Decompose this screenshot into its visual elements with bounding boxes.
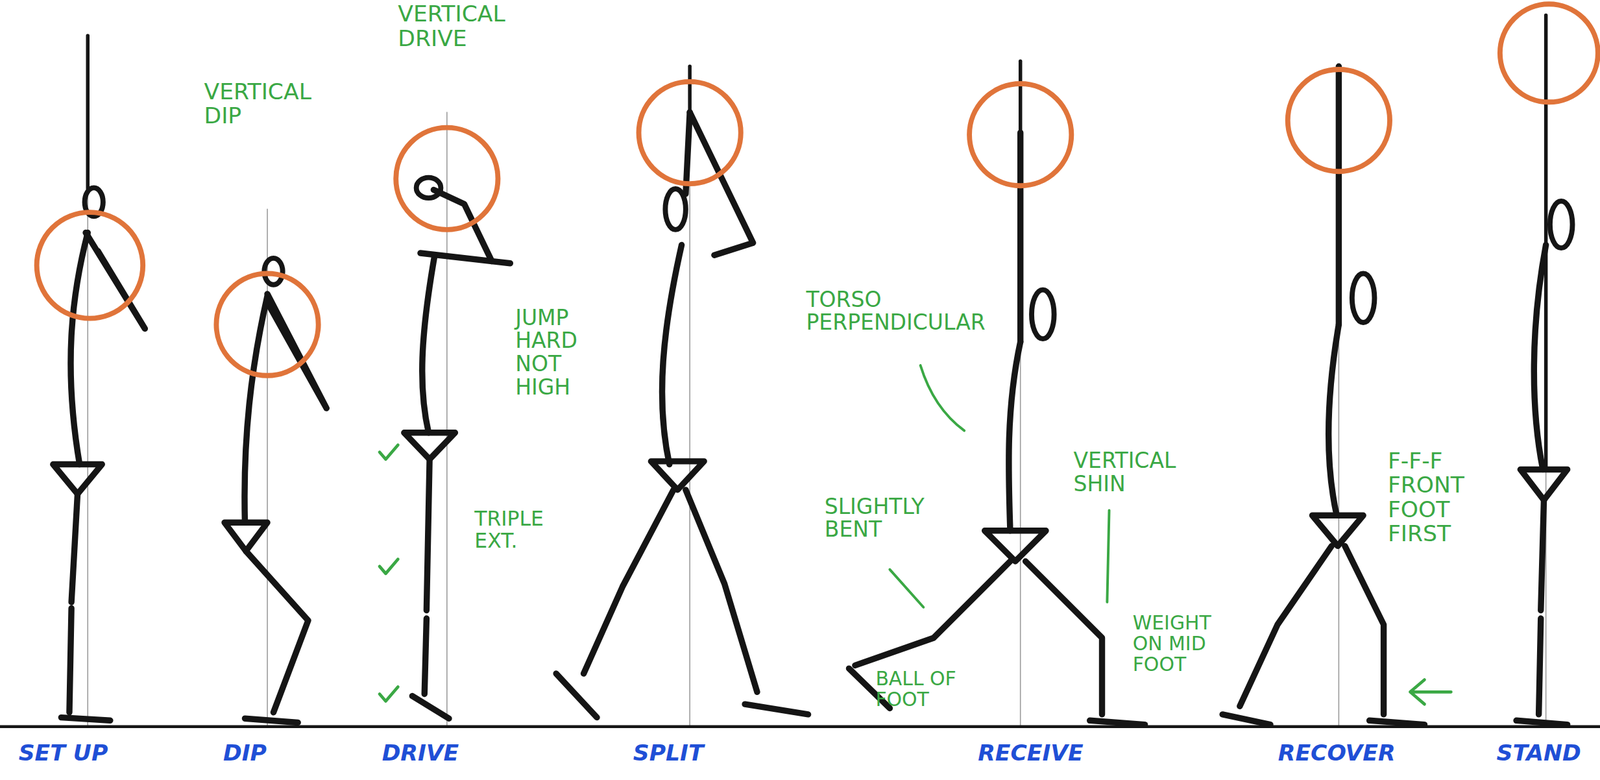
stage-label: RECEIVE [938, 740, 1123, 765]
bar-circle [36, 3, 1599, 376]
reference-line [266, 208, 268, 727]
stick-figure [244, 718, 298, 723]
stick-figure [1031, 290, 1055, 339]
stick-figure [583, 489, 674, 674]
stick-figure [1369, 720, 1425, 725]
stick-figure [650, 461, 704, 490]
stick-figure [245, 550, 309, 712]
stage-label: DIP [163, 740, 328, 765]
stick-figure [1222, 714, 1271, 725]
stick-figure [1222, 66, 1425, 725]
check-mark [379, 445, 398, 460]
stick-figure [661, 244, 682, 464]
stick-figure [1328, 324, 1340, 516]
stick-figure [1516, 201, 1573, 725]
annotation-label: VERTICAL DIP [204, 79, 348, 129]
stick-figure [1516, 720, 1568, 725]
stage-label: DRIVE [338, 740, 503, 765]
bar-circle [1287, 69, 1390, 172]
reference-line [689, 183, 691, 727]
stick-figure [1550, 201, 1573, 248]
bar-line [85, 35, 90, 189]
annotation-label: WEIGHT ON MID FOOT [1132, 612, 1235, 676]
stick-figure [416, 177, 442, 198]
direction-arrow [1409, 679, 1451, 704]
check-mark [379, 559, 398, 574]
check-mark [379, 445, 398, 702]
stick-figure [422, 254, 435, 433]
stick-figure [412, 696, 449, 719]
stick-figure [1352, 273, 1375, 322]
stick-figure [70, 232, 88, 465]
stick-figure [556, 673, 597, 718]
stick-figure [1520, 469, 1567, 500]
bar-circle [639, 81, 741, 184]
stage-label: STAND [1482, 740, 1595, 765]
stick-figure [404, 432, 456, 460]
bar-circle [36, 212, 144, 319]
annotation-label: JUMP HARD NOT HIGH [515, 306, 595, 400]
check-mark [379, 686, 398, 701]
stick-figure [404, 177, 511, 719]
stick-figure [1239, 545, 1333, 706]
stick-figure [424, 459, 430, 695]
stick-figure [744, 703, 809, 715]
stick-figure [244, 295, 268, 523]
stick-figure [1008, 341, 1021, 531]
ground-line [0, 724, 1600, 728]
stage-label: RECOVER [1245, 740, 1429, 765]
stick-figure [1335, 66, 1342, 325]
stick-figure [556, 112, 808, 718]
stick-figure [1017, 132, 1024, 342]
annotation-label: SLIGHTLY BENT [824, 495, 968, 542]
stick-figure [60, 717, 110, 721]
stick-figure [1345, 545, 1384, 714]
bar-circle [395, 127, 498, 230]
annotation-label: TORSO PERPENDICULAR [805, 288, 1026, 335]
leader-line [920, 365, 965, 431]
annotation-label: TRIPLE EXT. [474, 508, 577, 553]
annotation-label: VERTICAL SHIN [1073, 448, 1211, 496]
stick-figure [1025, 561, 1103, 715]
bar-circle [1500, 3, 1599, 102]
leader-line [1106, 509, 1109, 603]
annotation-label: BALL OF FOOT [875, 668, 993, 711]
annotation-label: VERTICAL DRIVE [397, 1, 546, 51]
stick-figure [848, 132, 1145, 725]
reference-line [86, 188, 89, 727]
annotation-label: F-F-F FRONT FOOT FIRST [1387, 448, 1485, 546]
reference-line [87, 112, 1546, 727]
bar-circle [216, 273, 318, 376]
stick-figure [69, 493, 78, 713]
stage-label: SPLIT [586, 740, 751, 765]
stage-label: SET UP [0, 740, 145, 765]
stick-figure [53, 464, 102, 495]
stick-figure [685, 489, 758, 692]
stick-figure [1533, 244, 1546, 470]
stick-figure [984, 530, 1046, 562]
stick-figure [53, 187, 146, 721]
stick-figure [224, 522, 268, 551]
stick-figure [224, 258, 327, 723]
stick-figure [855, 561, 1011, 666]
stick-figure [1539, 500, 1545, 715]
reference-line [446, 112, 448, 727]
bar-circle [969, 83, 1072, 186]
leader-line [889, 569, 924, 608]
stick-figure [1311, 515, 1364, 546]
stick-figure [665, 188, 686, 230]
stick-figure [1090, 720, 1146, 725]
